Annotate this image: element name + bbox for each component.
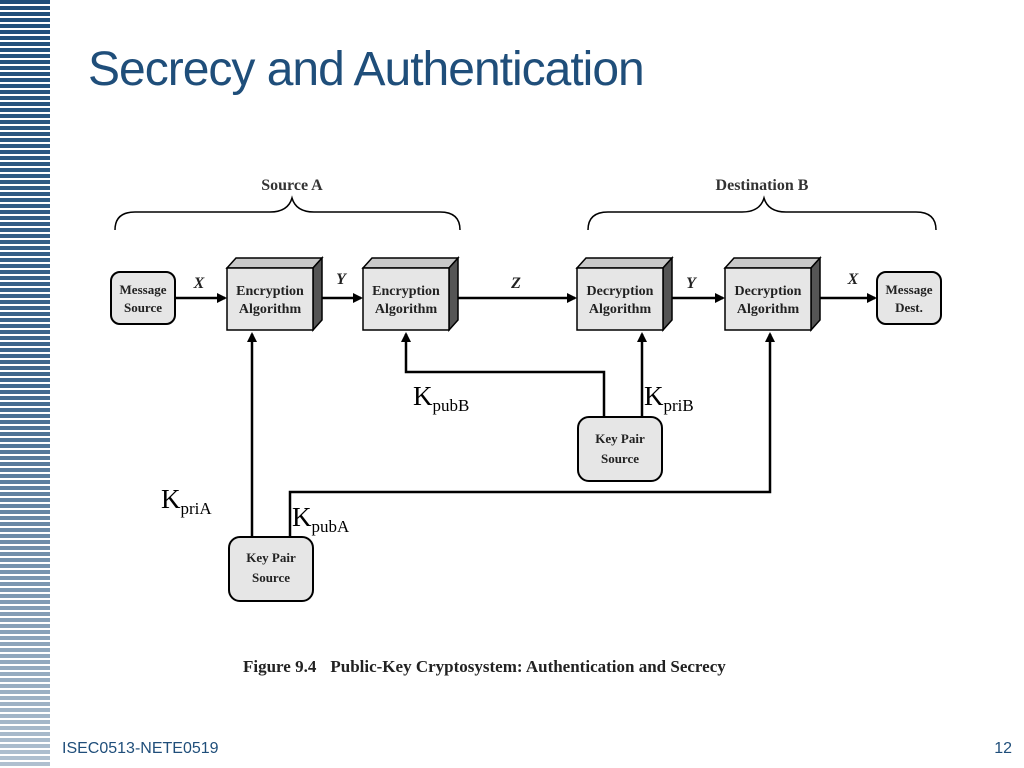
source-brace bbox=[114, 195, 461, 231]
node-label-line-1: Message bbox=[120, 282, 167, 297]
key-label-pri-b: KpriB bbox=[644, 381, 694, 415]
footer-course-code: ISEC0513-NETE0519 bbox=[62, 740, 219, 757]
node-label-line-1: Key Pair bbox=[595, 431, 645, 446]
key-pair-source-a-node: Key Pair Source bbox=[228, 536, 314, 602]
destination-brace bbox=[587, 195, 937, 231]
flow-label-x2: X bbox=[847, 271, 859, 288]
group-label-source: Source A bbox=[261, 177, 323, 194]
encryption-algorithm-2-node: Encryption Algorithm bbox=[361, 256, 460, 332]
key-line-pub-a bbox=[288, 332, 775, 537]
node-label-line-2: Dest. bbox=[895, 300, 923, 315]
flow-label-y1: Y bbox=[336, 271, 347, 288]
decorative-stripe-fade bbox=[0, 0, 50, 768]
flow-label-y2: Y bbox=[686, 275, 697, 292]
node-label-line-1: Message bbox=[886, 282, 933, 297]
node-label-line-2: Algorithm bbox=[375, 302, 438, 317]
encryption-algorithm-1-node: Encryption Algorithm bbox=[225, 256, 324, 332]
page-number: 12 bbox=[994, 740, 1012, 757]
flow-label-x1: X bbox=[193, 275, 205, 292]
node-label-line-1: Decryption bbox=[735, 284, 802, 299]
key-pair-source-b-node: Key Pair Source bbox=[577, 416, 663, 482]
key-line-pub-b bbox=[401, 332, 606, 417]
node-label-line-2: Source bbox=[601, 451, 639, 466]
node-label-line-1: Encryption bbox=[236, 284, 304, 299]
group-label-destination: Destination B bbox=[716, 177, 809, 194]
node-label-line-1: Decryption bbox=[587, 284, 654, 299]
key-label-pub-a: KpubA bbox=[292, 502, 350, 536]
key-label-pub-b: KpubB bbox=[413, 381, 469, 415]
node-label-line-2: Source bbox=[252, 570, 290, 585]
key-label-pri-a: KpriA bbox=[161, 484, 212, 518]
node-label-line-2: Source bbox=[124, 300, 162, 315]
decryption-algorithm-2-node: Decryption Algorithm bbox=[723, 256, 822, 332]
message-source-node: Message Source bbox=[110, 271, 176, 325]
node-label-line-1: Key Pair bbox=[246, 550, 296, 565]
node-label-line-2: Algorithm bbox=[589, 302, 652, 317]
decryption-algorithm-1-node: Decryption Algorithm bbox=[575, 256, 674, 332]
slide-title: Secrecy and Authentication bbox=[88, 43, 645, 96]
flow-label-z: Z bbox=[510, 275, 521, 292]
message-dest-node: Message Dest. bbox=[876, 271, 942, 325]
node-label-line-2: Algorithm bbox=[737, 302, 800, 317]
node-label-line-1: Encryption bbox=[372, 284, 440, 299]
node-label-line-2: Algorithm bbox=[239, 302, 302, 317]
